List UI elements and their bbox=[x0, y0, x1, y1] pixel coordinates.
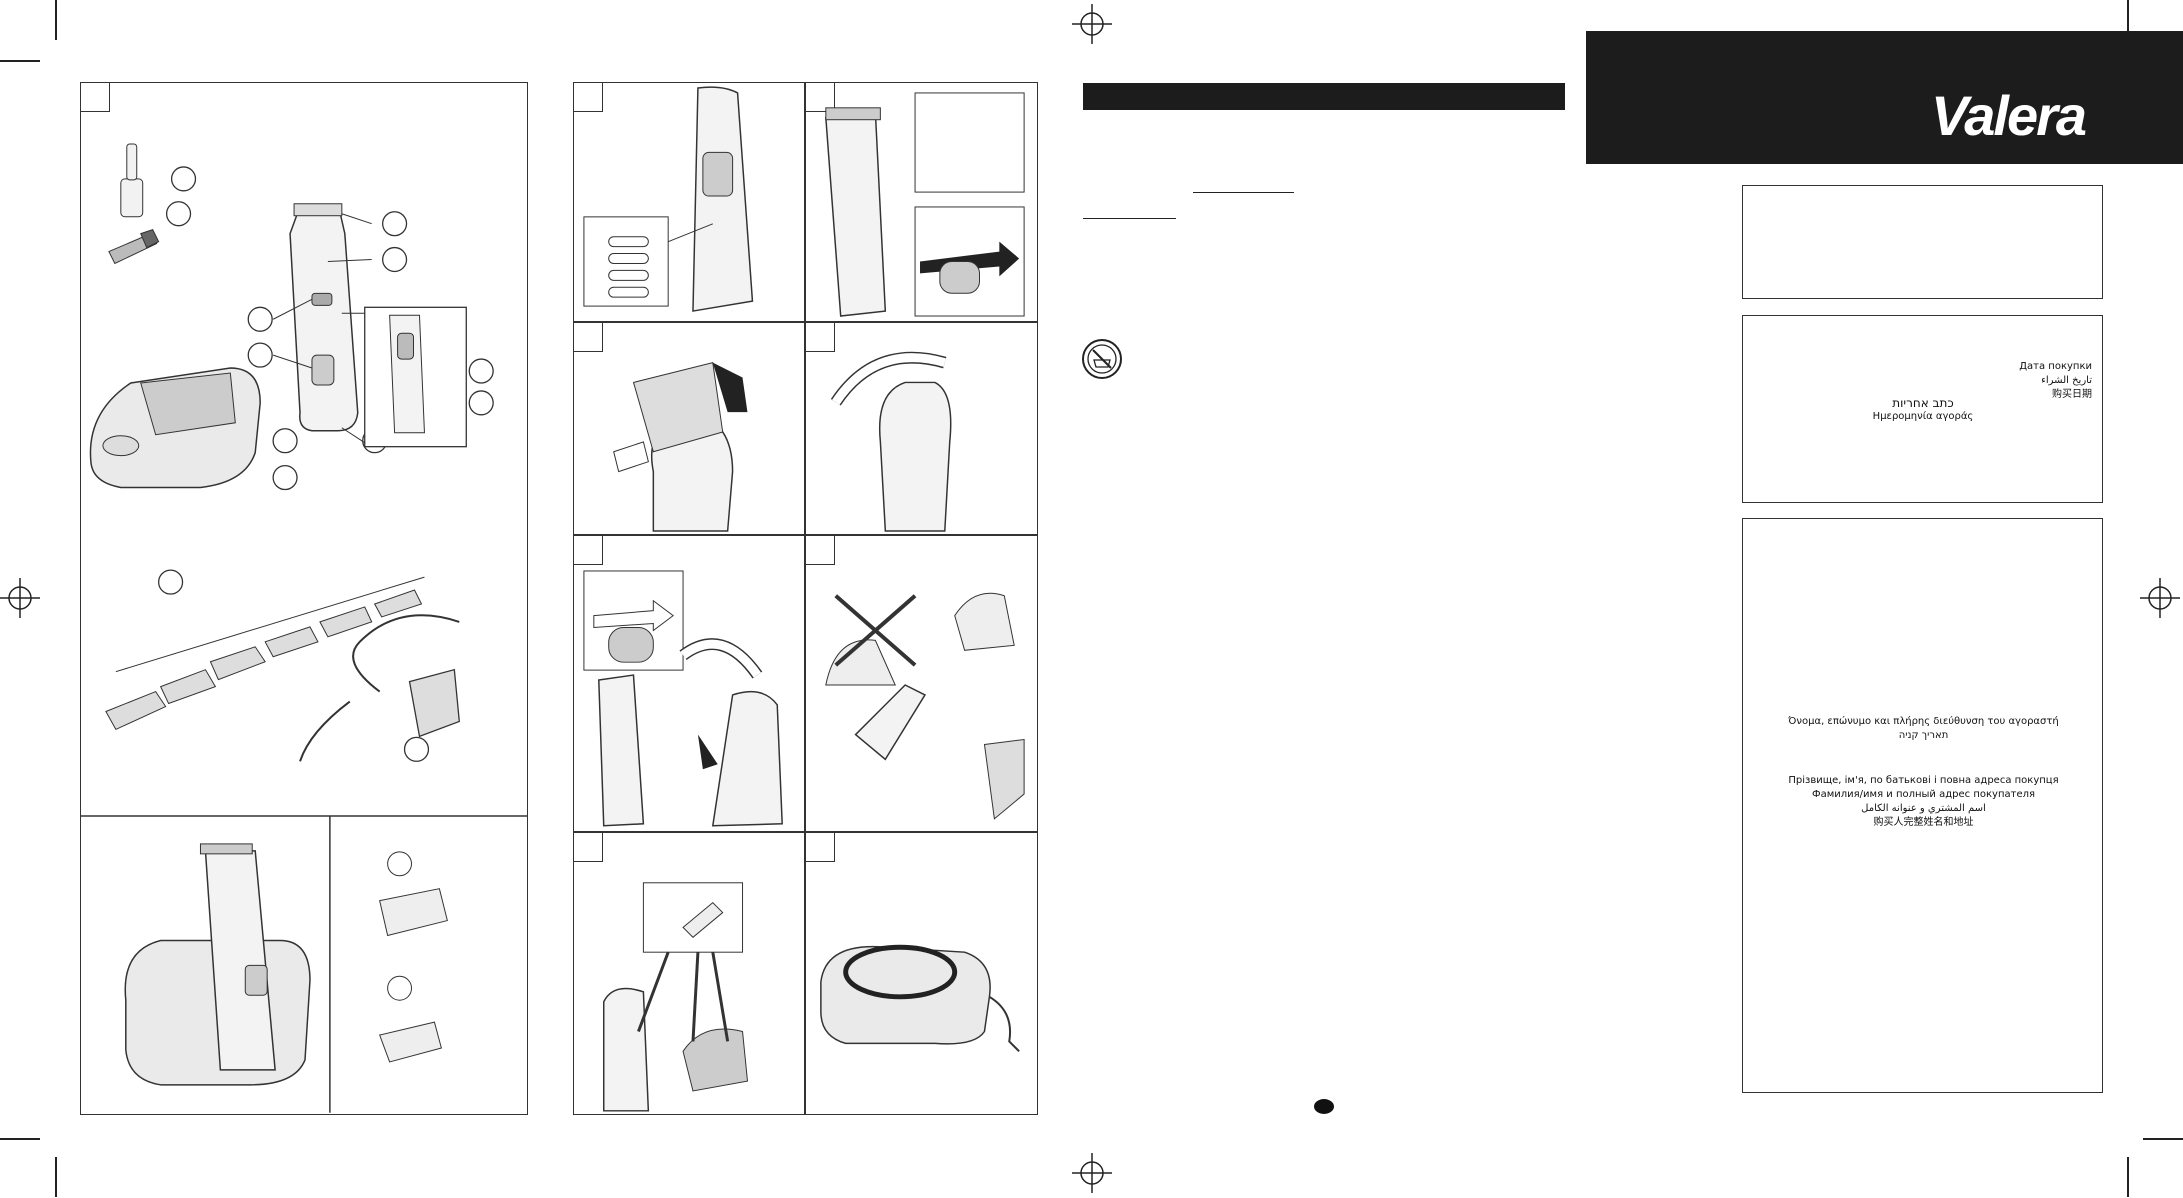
crop-line bbox=[2127, 0, 2129, 40]
instruction-step-panel bbox=[573, 832, 805, 1115]
header-bar bbox=[1083, 83, 1565, 110]
panel-tag bbox=[573, 832, 603, 862]
buyer-address-box: Όνομα, επώνυμο και πλήρης διεύθυνση του … bbox=[1742, 518, 2103, 1093]
buyer-name-ar: اسم المشتري و عنوانه الكامل bbox=[1861, 803, 1986, 814]
buyer-name-el: Όνομα, επώνυμο και πλήρης διεύθυνση του … bbox=[1788, 716, 2059, 727]
crop-line bbox=[0, 1138, 40, 1140]
instruction-step-panel bbox=[805, 535, 1038, 832]
panel-tag bbox=[805, 322, 835, 352]
buyer-name-ru: Фамилия/имя и полный адрес покупателя bbox=[1811, 789, 2035, 800]
parts-overview-panel bbox=[80, 82, 528, 1115]
rule-line bbox=[1083, 218, 1176, 220]
panel-tag bbox=[80, 82, 110, 112]
oil-bottle-icon bbox=[120, 143, 144, 218]
crop-line bbox=[2143, 1138, 2183, 1140]
purchase-date-he: תאריך קניה bbox=[1898, 730, 1949, 741]
registration-mark-icon bbox=[1072, 1153, 1112, 1193]
instruction-step-panel bbox=[573, 535, 805, 832]
crop-line bbox=[55, 0, 57, 40]
warranty-title-he: כתב אחריות bbox=[1892, 396, 1954, 410]
instruction-step-panel bbox=[573, 322, 805, 535]
crop-line bbox=[55, 1157, 57, 1197]
purchase-date-ar: تاريخ الشراء bbox=[2041, 375, 2092, 386]
purchase-date-ru: Дата покупки bbox=[2019, 361, 2092, 372]
panel-tag bbox=[805, 535, 835, 565]
registration-mark-icon bbox=[0, 578, 40, 618]
crop-line bbox=[0, 60, 40, 62]
warranty-date-box: Дата покупки تاريخ الشراء 购买日期 כתב אחריו… bbox=[1742, 315, 2103, 503]
brand-logo: Valera bbox=[1931, 84, 2087, 147]
instruction-step-panel bbox=[805, 322, 1038, 535]
buyer-name-zh: 购买人完整姓名和地址 bbox=[1873, 817, 1974, 828]
purchase-date-zh: 购买日期 bbox=[2052, 389, 2092, 400]
rule-line bbox=[1193, 192, 1294, 194]
instruction-step-panel bbox=[805, 832, 1038, 1115]
dealer-stamp-box bbox=[1742, 185, 2103, 299]
instruction-step-panel bbox=[805, 82, 1038, 322]
panel-tag bbox=[573, 82, 603, 112]
brand-block: Valera bbox=[1586, 31, 2183, 164]
clipper-illustration bbox=[81, 143, 527, 1113]
adapter-illustration bbox=[299, 614, 460, 762]
buyer-name-uk: Прізвище, ім'я, по батькові і повна адре… bbox=[1788, 775, 2059, 786]
comb-attachments-illustration bbox=[105, 576, 425, 731]
purchase-date-el: Ημερομηνία αγοράς bbox=[1872, 411, 1974, 422]
crop-line bbox=[2127, 1157, 2129, 1197]
panel-tag bbox=[805, 832, 835, 862]
panel-tag bbox=[805, 82, 835, 112]
no-water-icon bbox=[1081, 338, 1123, 380]
charging-base-illustration bbox=[124, 816, 331, 1113]
registration-mark-icon bbox=[1072, 4, 1112, 44]
brush-icon bbox=[108, 229, 160, 265]
panel-tag bbox=[573, 322, 603, 352]
page-number-marker bbox=[1314, 1099, 1334, 1114]
panel-tag bbox=[573, 535, 603, 565]
blade-illustration bbox=[378, 851, 448, 1063]
instruction-step-panel bbox=[573, 82, 805, 322]
registration-mark-icon bbox=[2140, 578, 2180, 618]
